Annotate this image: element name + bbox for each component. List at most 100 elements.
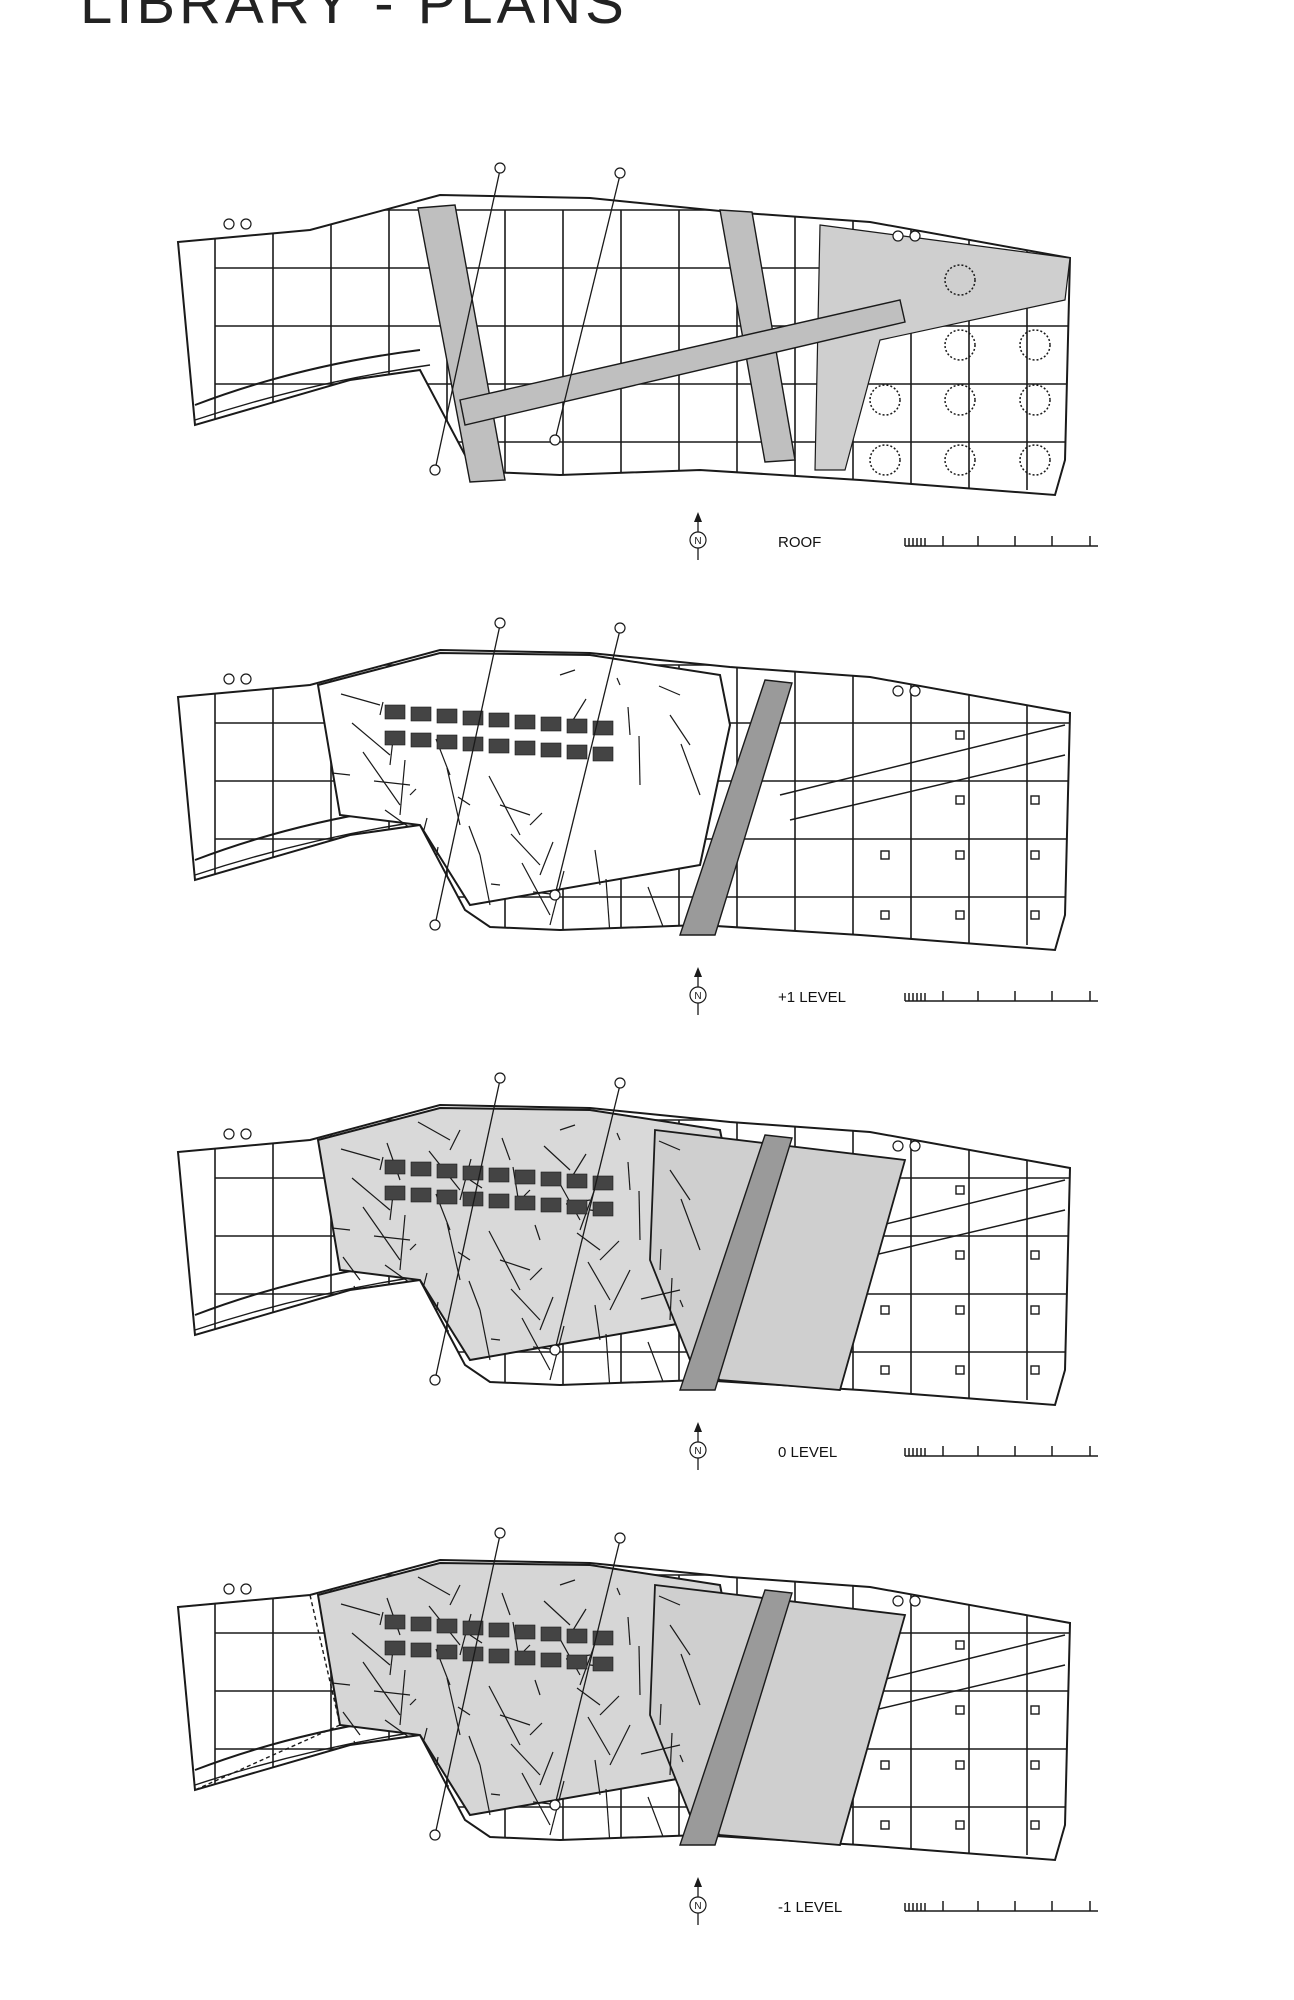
reading-desks [384,1614,614,1672]
section-marker-icon [614,622,626,634]
column-marker [1030,1365,1040,1375]
ramp-strip [679,1589,793,1846]
column-marker [1030,910,1040,920]
column-marker [955,795,965,805]
scale-bar-icon [904,1446,1098,1457]
column-marker [1030,795,1040,805]
level-label: 0 LEVEL [778,1444,838,1461]
column-marker [1030,1820,1040,1830]
section-cut-line [554,1539,621,1806]
column-marker [955,850,965,860]
elevation-marker-icon [909,685,921,697]
section-marker-icon [549,434,561,446]
column-marker [880,850,890,860]
floor-plan-drawing: N [176,162,1098,560]
column-marker [955,1760,965,1770]
floor-plan-drawing: N [176,1527,1098,1925]
road-edge [194,349,421,406]
column-marker [880,1305,890,1315]
north-arrow-icon: N [689,967,707,1015]
elevation-marker-icon [909,1140,921,1152]
section-marker-icon [494,162,506,174]
tree-icon [1019,384,1051,416]
tree-icon [869,384,901,416]
elevation-marker-icon [892,1140,904,1152]
section-marker-icon [614,1532,626,1544]
elevation-marker-icon [223,218,235,230]
north-arrow-icon: N [689,1877,707,1925]
section-marker-icon [549,889,561,901]
road-edge [194,819,431,876]
elevation-marker-icon [223,673,235,685]
section-marker-icon [429,1829,441,1841]
tree-icon [1019,329,1051,361]
column-marker [955,1640,965,1650]
scale-bar-icon [904,991,1098,1002]
section-marker-icon [494,1527,506,1539]
column-marker [955,910,965,920]
elevation-marker-icon [909,1595,921,1607]
column-marker [955,1250,965,1260]
elevation-marker-icon [223,1583,235,1595]
column-marker [955,730,965,740]
tree-icon [944,329,976,361]
column-marker [1030,850,1040,860]
elevation-marker-icon [240,673,252,685]
road-edge [194,1729,431,1786]
tree-icon [944,444,976,476]
floor-plan-drawing: N [176,1072,1098,1470]
section-marker-icon [494,617,506,629]
column-marker [880,1820,890,1830]
section-marker-icon [429,464,441,476]
ramp-strip [679,679,793,936]
section-cut-line [434,1079,501,1381]
north-arrow-icon: N [689,1422,707,1470]
section-cut-line [554,1084,621,1351]
column-marker [955,1305,965,1315]
scale-bar-icon [904,1901,1098,1912]
excavation-outline [177,1594,341,1792]
section-marker-icon [549,1799,561,1811]
column-marker [880,1760,890,1770]
scale-bar-icon [904,536,1098,547]
section-cut-line [554,629,621,896]
column-marker [880,910,890,920]
plan-plus1: N +1 LEVEL [0,605,1294,1065]
elevation-marker-icon [892,1595,904,1607]
level-label: -1 LEVEL [778,1899,843,1916]
road-edge [194,364,431,421]
plan-minus1: N -1 LEVEL [0,1515,1294,1975]
column-marker [955,1185,965,1195]
north-letter: N [694,1446,701,1457]
plan-level0: N 0 LEVEL [0,1060,1294,1520]
elevation-marker-icon [892,685,904,697]
road-edge [789,754,1066,821]
north-letter: N [694,991,701,1002]
section-marker-icon [429,919,441,931]
ramp-strip [679,1134,793,1391]
garden-zone [814,224,1071,471]
section-cut-line [554,174,621,441]
column-marker [1030,1305,1040,1315]
road-edge [194,1274,431,1331]
reading-desks [384,704,614,762]
elevation-marker-icon [223,1128,235,1140]
elevation-marker-icon [892,230,904,242]
section-marker-icon [429,1374,441,1386]
tree-icon [944,384,976,416]
tree-icon [869,444,901,476]
column-marker [955,1365,965,1375]
tree-icon [1019,444,1051,476]
column-marker [880,1365,890,1375]
elevation-marker-icon [240,218,252,230]
page-title: LIBRARY - PLANS [80,0,628,36]
level-label: +1 LEVEL [778,989,846,1006]
north-arrow-icon: N [689,512,707,560]
reading-desks [384,1159,614,1217]
floor-plan-drawing: N [176,617,1098,1015]
section-marker-icon [549,1344,561,1356]
elevation-marker-icon [240,1583,252,1595]
tree-icon [944,264,976,296]
elevation-marker-icon [909,230,921,242]
